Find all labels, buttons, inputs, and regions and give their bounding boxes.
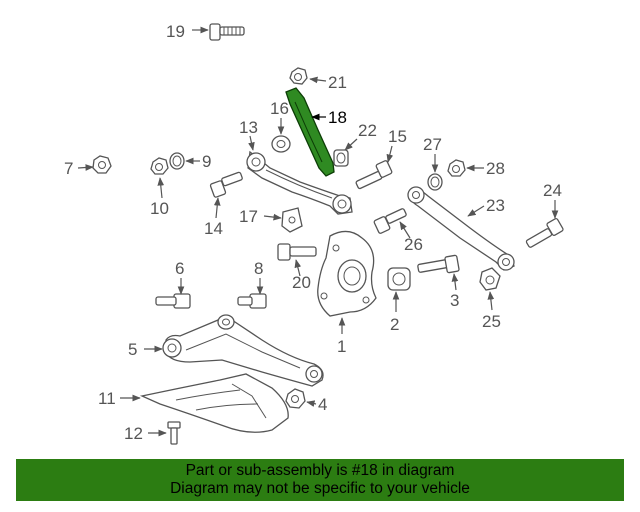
callout-13: 13 (239, 118, 258, 137)
callout-23: 23 (486, 196, 505, 215)
part-26-bolt[interactable] (373, 208, 407, 234)
callout-9: 9 (202, 152, 211, 171)
callout-16: 16 (270, 99, 289, 118)
part-27-ring[interactable] (427, 173, 443, 191)
callout-20: 20 (292, 273, 311, 292)
part-2-bushing[interactable] (387, 267, 411, 291)
callout-labels: 19 21 18 16 22 13 15 7 9 10 14 27 28 17 … (64, 22, 562, 443)
part-11-shield[interactable] (139, 373, 289, 433)
part-1-wheel-carrier[interactable] (317, 230, 377, 317)
callout-1: 1 (337, 337, 346, 356)
callout-2: 2 (390, 315, 399, 334)
callout-19: 19 (166, 22, 185, 41)
part-3-bolt[interactable] (417, 254, 460, 274)
part-22-bushing[interactable] (333, 149, 349, 167)
part-23-link[interactable] (407, 186, 515, 271)
part-13-control-arm[interactable] (246, 150, 353, 215)
info-banner: Part or sub-assembly is #18 in diagram D… (16, 459, 624, 501)
callout-21: 21 (328, 73, 347, 92)
part-24-bolt[interactable] (525, 218, 564, 248)
callout-22: 22 (358, 121, 377, 140)
callout-6: 6 (175, 259, 184, 278)
callout-18: 18 (328, 108, 347, 127)
part-15-bolt[interactable] (355, 160, 393, 190)
callout-15: 15 (388, 127, 407, 146)
callout-26: 26 (404, 235, 423, 254)
part-14-bolt[interactable] (209, 171, 243, 198)
part-17-bracket[interactable] (281, 207, 303, 233)
banner-line-1: Part or sub-assembly is #18 in diagram (185, 462, 455, 479)
part-7-nut[interactable] (92, 155, 112, 174)
banner-line-2: Diagram may not be specific to your vehi… (170, 480, 470, 497)
part-19-bolt[interactable] (209, 23, 245, 41)
part-18-link[interactable] (285, 87, 335, 177)
callout-24: 24 (543, 181, 562, 200)
part-21-nut[interactable] (289, 67, 308, 85)
part-9-ring[interactable] (169, 152, 185, 170)
callout-14: 14 (204, 219, 223, 238)
part-10-nut[interactable] (150, 157, 169, 175)
callout-8: 8 (254, 259, 263, 278)
callout-3: 3 (450, 291, 459, 310)
callout-10: 10 (150, 199, 169, 218)
part-6-bolt[interactable] (155, 293, 191, 309)
callout-5: 5 (128, 340, 137, 359)
callout-17: 17 (239, 207, 258, 226)
part-12-fastener[interactable] (167, 421, 181, 445)
part-8-bolt[interactable] (237, 293, 267, 309)
leader-lines (77, 26, 559, 437)
callout-7: 7 (64, 159, 73, 178)
part-25-bushing[interactable] (479, 267, 501, 291)
callout-11: 11 (98, 389, 116, 408)
callout-25: 25 (482, 312, 501, 331)
callout-4: 4 (318, 395, 327, 414)
callout-28: 28 (486, 159, 505, 178)
part-5-lower-arm[interactable] (162, 314, 324, 387)
part-16-bushing[interactable] (271, 135, 291, 153)
part-20-bolt[interactable] (277, 243, 317, 261)
callout-27: 27 (423, 135, 442, 154)
callout-12: 12 (124, 424, 143, 443)
part-28-nut[interactable] (447, 159, 466, 177)
part-4-nut[interactable] (285, 388, 306, 409)
